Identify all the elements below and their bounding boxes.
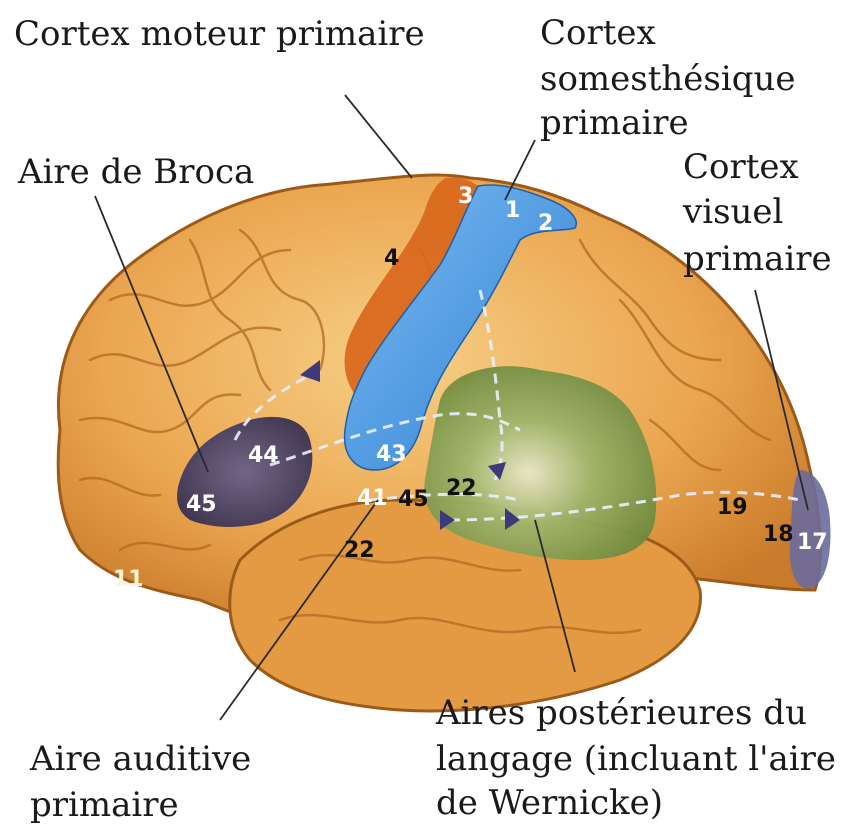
- posterior-line-1: Aires postérieures du: [436, 694, 807, 732]
- area-44: 44: [248, 437, 279, 475]
- area-1: 1: [505, 192, 520, 230]
- area-22-b: 22: [344, 532, 375, 570]
- area-45: 45: [186, 486, 217, 524]
- area-4: 4: [384, 240, 399, 278]
- auditory-line-1: Aire auditive: [30, 740, 251, 778]
- visual-line-3: primaire: [683, 240, 832, 278]
- area-41: 41: [357, 480, 388, 518]
- area-43: 43: [376, 436, 407, 474]
- somatosensory-line-2: somesthésique: [540, 60, 796, 98]
- visual-line-2: visuel: [683, 193, 783, 231]
- broca-label: Aire de Broca: [18, 153, 254, 191]
- area-45-b: 45: [398, 481, 429, 519]
- area-18: 18: [763, 516, 794, 554]
- area-17: 17: [797, 524, 828, 562]
- area-2: 2: [538, 205, 553, 243]
- somatosensory-line-1: Cortex: [540, 14, 656, 52]
- posterior-line-3: de Wernicke): [436, 784, 663, 822]
- area-11: 11: [113, 561, 144, 599]
- posterior-line-2: langage (incluant l'aire: [436, 740, 836, 778]
- area-3: 3: [458, 178, 473, 216]
- area-19: 19: [717, 489, 748, 527]
- visual-line-1: Cortex: [683, 148, 799, 186]
- auditory-line-2: primaire: [30, 786, 179, 824]
- somatosensory-line-3: primaire: [540, 104, 689, 142]
- area-22: 22: [446, 470, 477, 508]
- motor-cortex-label: Cortex moteur primaire: [14, 15, 425, 53]
